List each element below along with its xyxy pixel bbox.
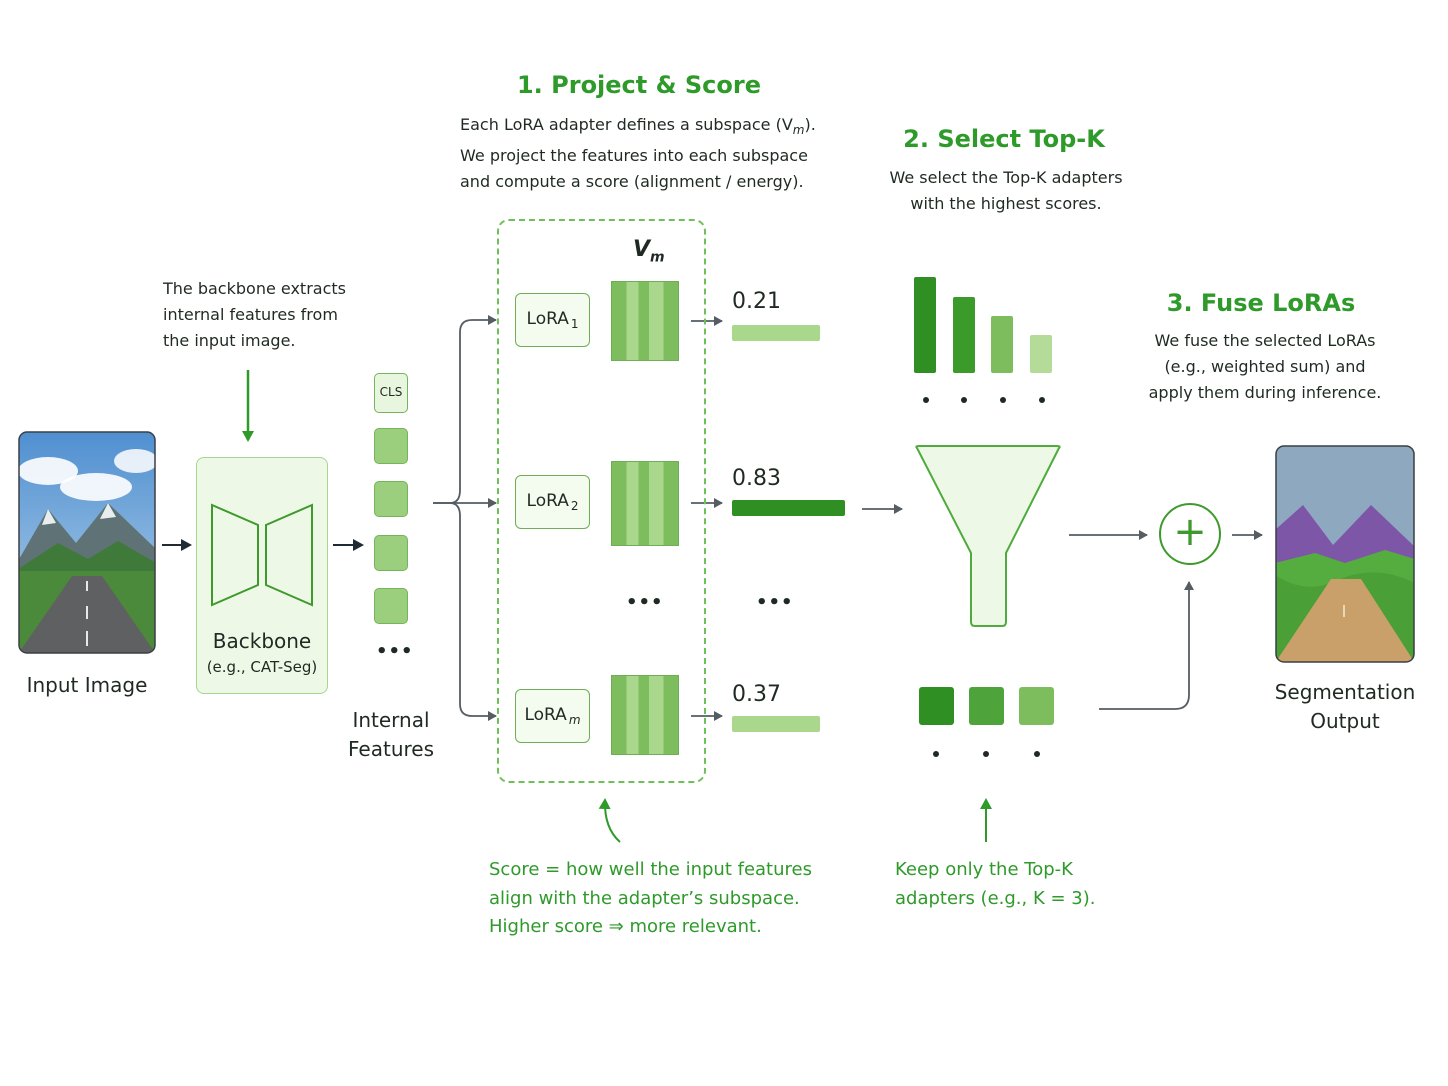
feature-token-1 xyxy=(374,428,408,464)
step1-description: Each LoRA adapter defines a subspace (Vm… xyxy=(460,112,816,195)
arrow-selected-to-fuse xyxy=(1099,581,1194,710)
backbone-note: The backbone extracts internal features … xyxy=(163,276,346,354)
vm-label-sub: m xyxy=(650,249,665,266)
output-label-line-2: Output xyxy=(1310,709,1380,733)
lora-2-name: LoRA xyxy=(526,491,569,511)
topk-note: Keep only the Top-K adapters (e.g., K = … xyxy=(895,856,1095,913)
output-label-line-1: Segmentation xyxy=(1274,680,1416,704)
input-image-label: Input Image xyxy=(26,673,148,697)
cls-token: CLS xyxy=(374,373,408,413)
backbone-sublabel: (e.g., CAT-Seg) xyxy=(206,658,318,676)
step3-title: 3. Fuse LoRAs xyxy=(1166,289,1356,317)
arrow-branch-lora1 xyxy=(433,315,497,504)
backbone-note-line-1: The backbone extracts xyxy=(163,279,346,298)
segmentation-output-image xyxy=(1275,445,1415,663)
score-2: 0.83 xyxy=(732,466,781,491)
features-label-line-2: Features xyxy=(348,737,434,761)
subspace-1 xyxy=(611,281,679,361)
selected-adapter-2 xyxy=(969,687,1004,725)
ranked-dots xyxy=(923,397,1045,403)
backbone-box xyxy=(196,457,328,694)
score-note-line-3: Higher score ⇒ more relevant. xyxy=(489,916,762,937)
step3-line-2: (e.g., weighted sum) and xyxy=(1164,357,1366,376)
step2-line-1: We select the Top-K adapters xyxy=(889,168,1123,187)
features-label-line-1: Internal xyxy=(352,708,430,732)
projection-region xyxy=(497,219,706,783)
step3-line-3: apply them during inference. xyxy=(1148,383,1382,402)
lora-2-sub: 2 xyxy=(570,499,579,513)
lora-ellipsis: ••• xyxy=(626,592,664,613)
selected-adapter-3 xyxy=(1019,687,1054,725)
input-image xyxy=(18,431,156,654)
feature-token-2 xyxy=(374,481,408,517)
fuse-plus-icon: + xyxy=(1159,503,1221,565)
step1-line-3: and compute a score (alignment / energy)… xyxy=(460,172,804,192)
selected-adapter-1 xyxy=(919,687,954,725)
vm-label-base: V xyxy=(633,237,651,262)
step1-title: 1. Project & Score xyxy=(516,71,762,99)
ranked-bar-1 xyxy=(914,277,936,373)
arrow-score-note xyxy=(598,798,621,843)
score-bar-2 xyxy=(732,500,845,516)
subspace-m xyxy=(611,675,679,755)
score-ellipsis: ••• xyxy=(756,592,794,613)
step1-line-1: Each LoRA adapter defines a subspace (V xyxy=(460,115,793,134)
score-bar-m xyxy=(732,716,820,732)
step2-description: We select the Top-K adapters with the hi… xyxy=(858,165,1154,217)
step3-description: We fuse the selected LoRAs (e.g., weight… xyxy=(1125,328,1405,406)
feature-token-3 xyxy=(374,535,408,571)
output-label: Segmentation Output xyxy=(1260,678,1430,736)
funnel-icon xyxy=(915,445,1061,627)
score-note-line-1: Score = how well the input features xyxy=(489,859,812,880)
backbone-label: Backbone xyxy=(212,629,312,653)
arrow-branch-loram xyxy=(449,502,497,721)
backbone-note-line-3: the input image. xyxy=(163,331,296,350)
step2-line-2: with the highest scores. xyxy=(910,194,1102,213)
score-bar-1 xyxy=(732,325,820,341)
step1-line-1-end: ). xyxy=(804,115,816,134)
ranked-bar-4 xyxy=(1030,335,1052,373)
lora-1-sub: 1 xyxy=(570,317,579,331)
feature-token-4 xyxy=(374,588,408,624)
lora-m-name: LoRA xyxy=(524,705,567,725)
ranked-bar-2 xyxy=(953,297,975,373)
features-label: Internal Features xyxy=(341,706,441,764)
score-note: Score = how well the input features alig… xyxy=(489,856,812,942)
vm-label: Vm xyxy=(633,237,665,265)
features-ellipsis: ••• xyxy=(376,641,414,662)
topk-note-line-1: Keep only the Top-K xyxy=(895,859,1073,880)
score-1: 0.21 xyxy=(732,289,781,314)
subspace-2 xyxy=(611,461,679,546)
backbone-note-line-2: internal features from xyxy=(163,305,338,324)
score-m: 0.37 xyxy=(732,682,781,707)
selected-dots xyxy=(933,751,1040,757)
step2-title: 2. Select Top-K xyxy=(903,125,1105,153)
lora-m-sub: m xyxy=(568,713,581,727)
ranked-bar-3 xyxy=(991,316,1013,373)
step1-line-1-sub: m xyxy=(792,123,805,138)
lora-1-name: LoRA xyxy=(526,309,569,329)
score-note-line-2: align with the adapter’s subspace. xyxy=(489,887,800,909)
step3-line-1: We fuse the selected LoRAs xyxy=(1154,331,1376,350)
topk-note-line-2: adapters (e.g., K = 3). xyxy=(895,887,1096,909)
encoder-decoder-icon xyxy=(211,503,313,607)
step1-line-2: We project the features into each subspa… xyxy=(460,146,808,166)
